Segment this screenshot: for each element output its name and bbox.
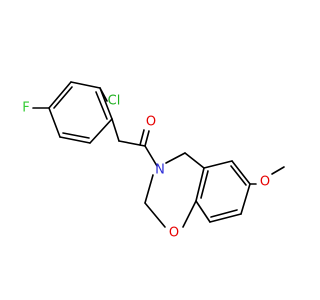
atom-label-n: N <box>155 163 165 178</box>
atom-chlorine: Cl <box>108 94 121 109</box>
bond <box>203 160 233 169</box>
bond <box>184 152 205 169</box>
bond-omethoxy-ch3 <box>271 166 285 175</box>
atom-ring-nitrogen: N <box>155 163 165 178</box>
bond <box>195 200 211 223</box>
bond <box>165 152 186 164</box>
bond <box>230 165 247 186</box>
bond-carbonyl-o <box>144 130 150 147</box>
structure-canvas: F Cl O N O O <box>22 81 285 241</box>
bond <box>200 170 209 199</box>
bond <box>59 136 91 144</box>
atom-label-f: F <box>22 101 29 116</box>
bond <box>210 209 238 218</box>
bond-carbonyl-n <box>144 145 158 167</box>
bond-aryl-ch2 <box>111 118 120 142</box>
bond <box>209 213 242 223</box>
bond <box>62 132 90 139</box>
bond <box>89 118 113 144</box>
molecule-structure: F Cl O N O O <box>22 81 285 241</box>
atom-carbonyl-oxygen: O <box>146 115 156 130</box>
atom-methoxy-oxygen: O <box>260 175 270 190</box>
bond <box>182 200 197 228</box>
atom-label-o-ring: O <box>169 226 179 241</box>
bond <box>231 160 251 185</box>
bond <box>240 183 251 215</box>
atom-label-o-methoxy: O <box>260 175 270 190</box>
bond <box>195 167 205 202</box>
bond <box>53 86 73 109</box>
atom-ring-oxygen: O <box>169 226 179 241</box>
bond <box>70 81 101 89</box>
bond-c-cl <box>99 87 108 102</box>
atom-fluorine: F <box>22 101 29 116</box>
atom-label-o-carbonyl: O <box>146 115 156 130</box>
bond <box>95 91 108 120</box>
oxazepine-ring <box>144 152 205 228</box>
bond <box>48 107 61 138</box>
atom-label-cl: Cl <box>108 94 121 109</box>
bond <box>144 174 154 204</box>
benzo-ring <box>195 160 251 223</box>
bond <box>48 81 72 109</box>
bond-carbonyl-o <box>139 129 145 146</box>
bond <box>144 202 166 228</box>
